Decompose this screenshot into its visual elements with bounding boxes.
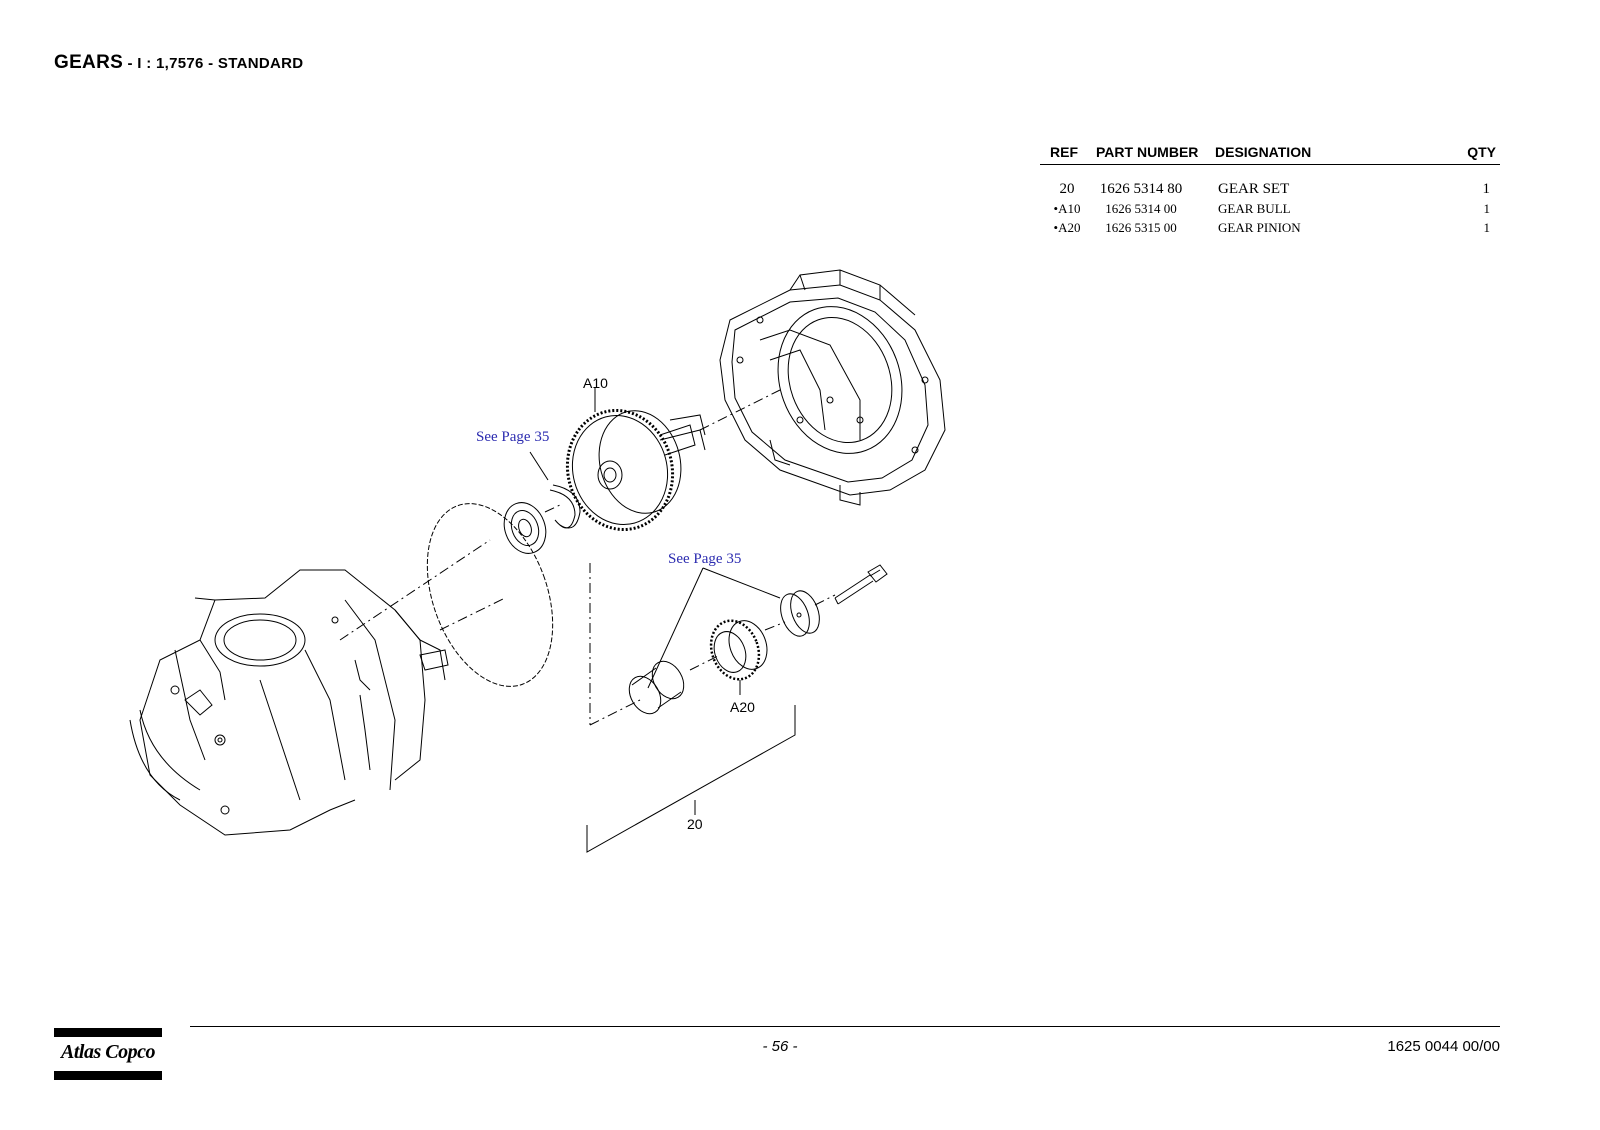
airend-housing-drawing <box>129 569 449 836</box>
header-ref: REF <box>1050 144 1078 160</box>
see-page-link-2[interactable]: See Page 35 <box>668 551 741 567</box>
table-row: 20 1626 5314 80 GEAR SET 1 <box>1040 181 1500 201</box>
cell-ref: •A20 <box>1053 220 1081 235</box>
table-row: •A20 1626 5315 00 GEAR PINION 1 <box>1040 220 1500 239</box>
cell-qty: 1 <box>1483 220 1491 235</box>
gasket-drawing <box>426 503 554 687</box>
thrust-washer-drawing <box>780 590 820 637</box>
set-bracket <box>586 705 796 853</box>
snap-ring-drawing <box>549 489 576 529</box>
parts-table: REF PART NUMBER DESIGNATION QTY 20 1626 … <box>1040 142 1500 239</box>
see-page-leader-2a <box>647 567 704 689</box>
see-page-leader-1 <box>529 451 549 481</box>
page-title: GEARS - I : 1,7576 - STANDARD <box>54 52 303 74</box>
bolt-drawing <box>834 564 888 605</box>
cell-designation: GEAR SET <box>1218 181 1290 197</box>
table-row: •A10 1626 5314 00 GEAR BULL 1 <box>1040 201 1500 220</box>
logo-bar-top <box>54 1028 162 1037</box>
page-number: - 56 - <box>762 1038 798 1055</box>
header-designation: DESIGNATION <box>1215 144 1312 160</box>
callout-a20: A20 <box>730 699 755 715</box>
cell-qty: 1 <box>1483 201 1491 216</box>
sleeve-drawing <box>628 660 685 715</box>
drawing-lines <box>129 269 946 853</box>
parts-table-header: REF PART NUMBER DESIGNATION QTY <box>1040 142 1500 165</box>
page-title-main: GEARS <box>54 52 124 73</box>
see-page-leader-2b <box>702 567 781 599</box>
bull-gear-drawing <box>565 409 706 531</box>
centerlines <box>339 389 836 726</box>
cell-ref: 20 <box>1059 181 1075 197</box>
gear-case-drawing <box>719 269 946 506</box>
atlas-copco-logo: Atlas Copco <box>54 1028 162 1080</box>
cell-qty: 1 <box>1482 181 1491 197</box>
cell-part-number: 1626 5314 80 <box>1099 181 1183 197</box>
bearing-drawing <box>503 502 547 554</box>
cell-designation: GEAR BULL <box>1218 201 1291 216</box>
page-title-sub: - I : 1,7576 - STANDARD <box>123 55 304 72</box>
callout-a10: A10 <box>583 375 608 391</box>
logo-bar-bottom <box>54 1071 162 1080</box>
cell-part-number: 1626 5315 00 <box>1105 220 1177 235</box>
logo-wordmark: Atlas Copco <box>61 1041 155 1063</box>
cell-part-number: 1626 5314 00 <box>1105 201 1177 216</box>
document-number: 1625 0044 00/00 <box>1387 1038 1500 1055</box>
see-page-link-1[interactable]: See Page 35 <box>476 429 549 445</box>
cell-designation: GEAR PINION <box>1218 220 1301 235</box>
cell-ref: •A10 <box>1053 201 1081 216</box>
header-qty: QTY <box>1467 144 1496 160</box>
footer-divider <box>190 1026 1500 1027</box>
parts-table-body: 20 1626 5314 80 GEAR SET 1 •A10 1626 531… <box>1040 181 1500 239</box>
callout-20: 20 <box>687 816 703 832</box>
header-part-number: PART NUMBER <box>1096 144 1199 160</box>
pinion-gear-drawing <box>709 619 768 681</box>
